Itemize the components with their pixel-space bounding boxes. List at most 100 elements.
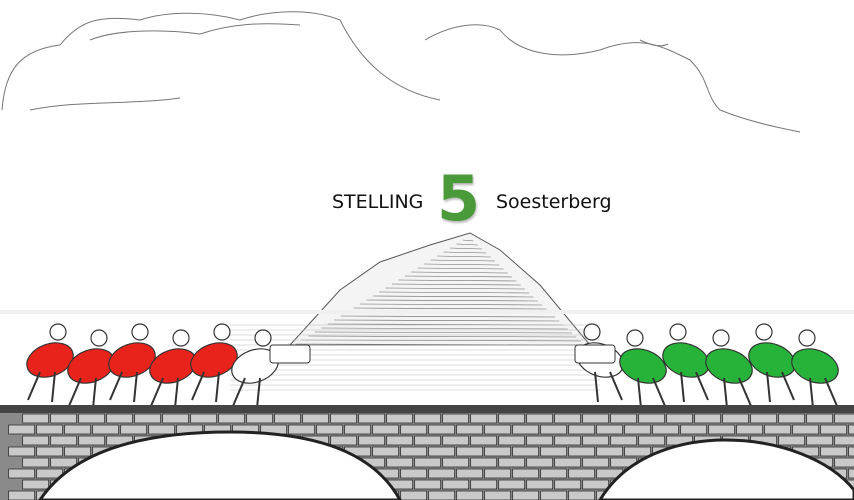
- bridge-stone: [554, 413, 582, 424]
- bridge-stone: [806, 435, 834, 446]
- figure-legs: [150, 377, 179, 409]
- logo: STELLING 5 Soesterberg: [0, 162, 854, 235]
- bridge-stone: [666, 413, 694, 424]
- bridge-stone: [400, 490, 428, 500]
- mountain-hatch: [392, 283, 521, 286]
- bridge-stone: [414, 413, 442, 424]
- logo-word-stelling: STELLING: [332, 191, 424, 213]
- bridge-stone: [582, 435, 610, 446]
- bridge-stone: [400, 468, 428, 479]
- figure-legs: [27, 371, 56, 403]
- bridge-stone: [848, 424, 854, 435]
- bridge-stone: [246, 413, 274, 424]
- mountain-hatch: [321, 327, 568, 330]
- bridge-stone: [344, 424, 372, 435]
- mountain-hatch: [424, 263, 500, 266]
- mountain-hatch: [404, 275, 513, 278]
- bridge-stone: [484, 490, 512, 500]
- bridge-stone: [442, 413, 470, 424]
- bridge-stone: [806, 413, 834, 424]
- barrel: [574, 344, 616, 364]
- bridge-stone: [652, 424, 680, 435]
- bridge-stone: [400, 424, 428, 435]
- figure-head: [90, 329, 108, 347]
- bridge-stone: [330, 413, 358, 424]
- bridge-stone: [820, 446, 848, 457]
- sky-sketch: [1, 11, 801, 133]
- bridge-stone: [722, 413, 750, 424]
- mountain-hatch: [334, 319, 560, 322]
- bridge-stone: [834, 413, 854, 424]
- mountain-hatch: [417, 267, 504, 270]
- bridge-stone: [50, 413, 78, 424]
- bridge-stone: [386, 435, 414, 446]
- bridge-stone: [540, 424, 568, 435]
- figure-head: [755, 323, 773, 341]
- bridge-stone: [92, 424, 120, 435]
- stone-bridge: [0, 405, 854, 500]
- bridge-parapet: [0, 405, 854, 413]
- mountain-hatch: [443, 251, 487, 254]
- bridge-stone: [470, 435, 498, 446]
- mountain-hatch: [366, 299, 538, 302]
- figure-legs: [191, 371, 220, 403]
- figure-body: [619, 348, 667, 384]
- mountain-hatch: [398, 279, 517, 282]
- mountain-hatch: [462, 239, 474, 242]
- bridge-stone: [596, 424, 624, 435]
- bridge-stone: [442, 479, 470, 490]
- bridge-stone: [484, 468, 512, 479]
- bridge-stone: [736, 424, 764, 435]
- bridge-arch-right: [598, 438, 854, 500]
- bridge-stone: [526, 413, 554, 424]
- bridge-stone: [456, 468, 484, 479]
- bridge-stone: [8, 446, 36, 457]
- figure-legs: [723, 377, 752, 409]
- bridge-stone: [50, 457, 78, 468]
- figure-head: [626, 329, 644, 347]
- bridge-stone: [218, 413, 246, 424]
- bridge-stone: [358, 413, 386, 424]
- figure-legs: [809, 377, 838, 409]
- bridge-stone: [22, 457, 50, 468]
- bridge-stone: [512, 424, 540, 435]
- bridge-stone: [428, 490, 456, 500]
- bridge-stone: [288, 424, 316, 435]
- bridge-stone: [638, 413, 666, 424]
- bridge-stone: [22, 435, 50, 446]
- bridge-stone: [316, 424, 344, 435]
- figure-body: [791, 348, 839, 384]
- bridge-stone: [764, 424, 792, 435]
- mountain-hatch: [385, 287, 525, 290]
- mountain-hatch: [437, 255, 491, 258]
- bridge-stone: [64, 446, 92, 457]
- bridge-stone: [8, 468, 36, 479]
- bridge-stone: [358, 435, 386, 446]
- mountain-hatch: [456, 243, 478, 246]
- bridge-stone: [400, 446, 428, 457]
- bridge-stone: [624, 446, 652, 457]
- bridge-stone: [78, 435, 106, 446]
- figure-head: [254, 329, 272, 347]
- mountain-hatch: [430, 259, 495, 262]
- figure-body: [705, 348, 753, 384]
- bridge-stone: [512, 490, 540, 500]
- bridge-stone: [582, 479, 610, 490]
- bridge-stone: [470, 457, 498, 468]
- figure-legs: [594, 371, 623, 403]
- bridge-stone: [526, 479, 554, 490]
- bridge-stone: [498, 479, 526, 490]
- figure-legs: [766, 371, 795, 403]
- bridge-stone: [8, 424, 36, 435]
- bridge-stone: [330, 435, 358, 446]
- bridge-stone: [372, 424, 400, 435]
- bridge-stone: [50, 435, 78, 446]
- figure-legs: [109, 371, 138, 403]
- mountain-hatch: [308, 335, 577, 338]
- bridge-stone: [414, 435, 442, 446]
- bridge-stone: [456, 490, 484, 500]
- figure-head: [213, 323, 231, 341]
- bridge-stone: [120, 424, 148, 435]
- figure-head: [172, 329, 190, 347]
- bridge-stone: [456, 424, 484, 435]
